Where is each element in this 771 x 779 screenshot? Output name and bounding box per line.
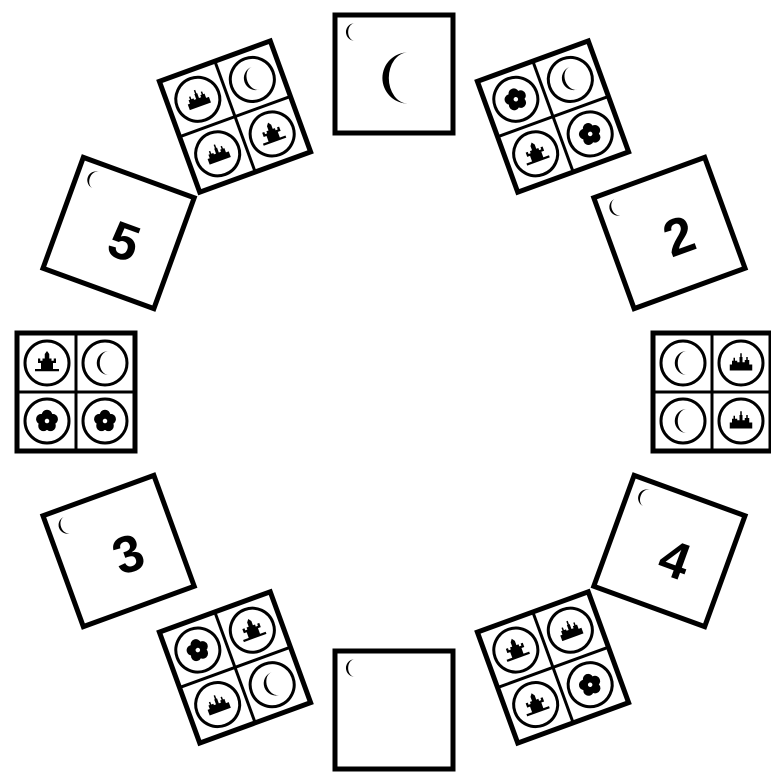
number-card-2[interactable]: 2 [594,157,745,308]
grid-cell [25,399,69,443]
grid-cell [719,399,763,443]
icon-grid-card[interactable] [159,41,310,192]
icon-grid-card[interactable] [159,592,310,743]
grid-cell [83,399,127,443]
grid-cell [661,399,705,443]
grid-cell [83,341,127,385]
number-card-3[interactable]: 3 [43,475,194,626]
blank-card[interactable] [335,651,453,769]
moon-card[interactable] [335,15,453,133]
icon-grid-card[interactable] [653,333,771,451]
grid-cell [25,341,69,385]
number-card-4[interactable]: 4 [594,475,745,626]
grid-cell [661,341,705,385]
card-ring: 2 4 3 5 [17,15,771,769]
cell-ring [661,341,705,385]
icon-grid-card[interactable] [477,41,628,192]
grid-cell [719,341,763,385]
cell-ring [661,399,705,443]
icon-grid-card[interactable] [17,333,135,451]
number-card-5[interactable]: 5 [43,157,194,308]
card-frame [335,651,453,769]
icon-grid-card[interactable] [477,592,628,743]
cell-ring [83,341,127,385]
card-frame [335,15,453,133]
